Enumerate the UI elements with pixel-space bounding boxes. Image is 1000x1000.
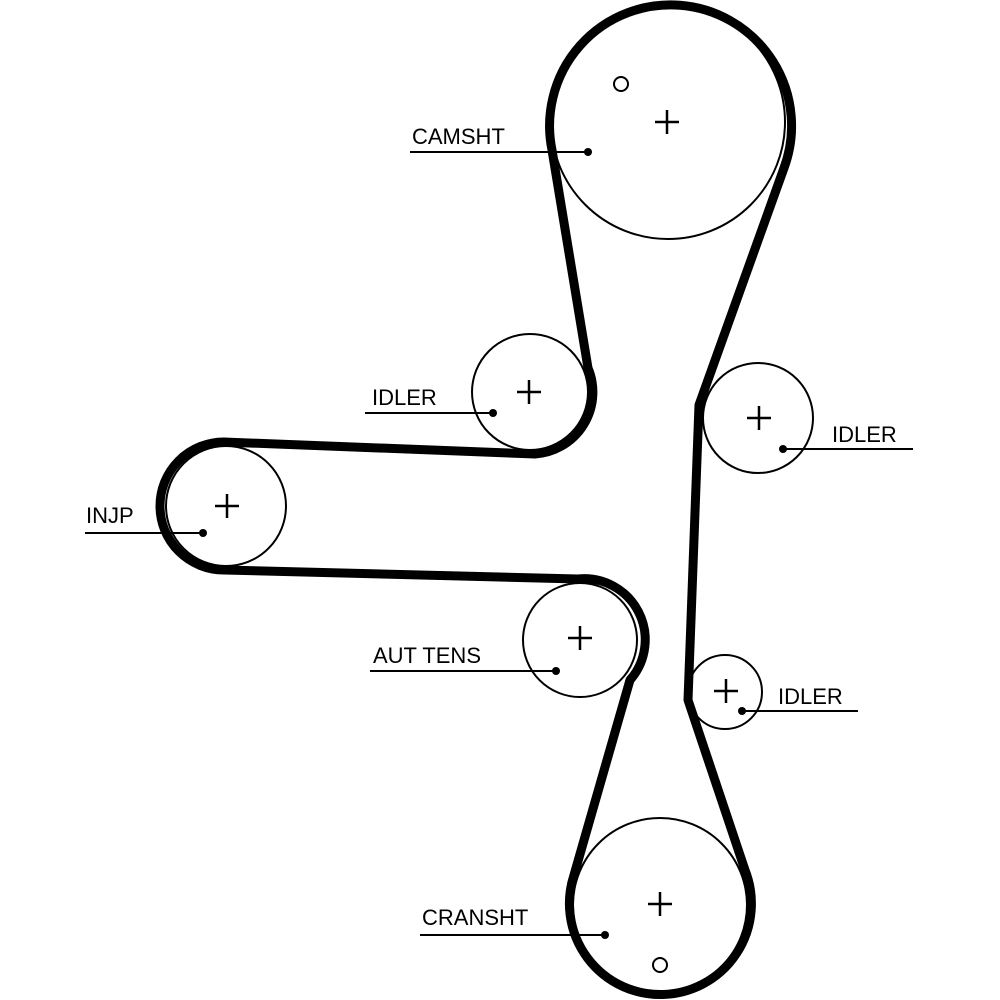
camshaft-center-icon <box>655 110 679 134</box>
label-idler-right: IDLER <box>832 422 897 447</box>
idler-lower-right-center-icon <box>714 679 738 703</box>
idler-upper-left-center-icon <box>517 380 541 404</box>
timing-belt <box>155 0 797 1000</box>
aut-tens-center-icon <box>568 626 592 650</box>
label-idler-lower-right: IDLER <box>778 684 843 709</box>
label-aut-tens: AUT TENS <box>373 643 481 668</box>
leader-lines <box>85 151 913 936</box>
crankshaft-timing-mark <box>652 957 668 973</box>
label-injp: INJP <box>86 503 134 528</box>
label-idler-upper-left: IDLER <box>372 385 437 410</box>
label-camshaft: CAMSHT <box>412 124 505 149</box>
crankshaft-center-icon <box>648 892 672 916</box>
center-marks <box>215 110 771 916</box>
camshaft-timing-mark <box>613 76 629 92</box>
pulleys <box>165 4 814 993</box>
injp-center-icon <box>215 494 239 518</box>
leader-dots <box>199 148 787 939</box>
idler-right-center-icon <box>747 406 771 430</box>
label-crankshaft: CRANSHT <box>422 905 528 930</box>
